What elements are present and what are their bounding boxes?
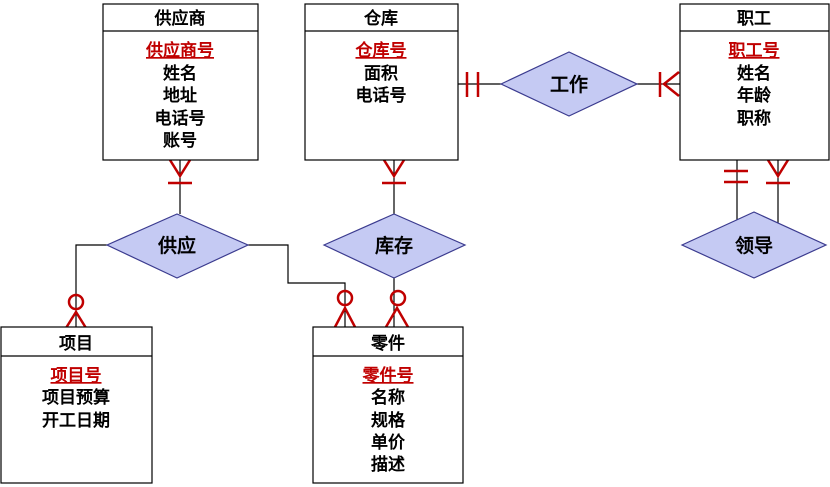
entity-warehouse: 仓库 仓库号 面积 电话号	[304, 3, 459, 161]
entity-title-supplier: 供应商	[154, 8, 206, 29]
primary-key-supplier: 供应商号	[145, 40, 214, 61]
attribute: 电话号	[155, 108, 206, 129]
relationship-label-supply: 供应	[157, 234, 196, 257]
attribute: 账号	[163, 131, 197, 151]
crowfoot-warehouse	[382, 159, 406, 185]
crowfoot-employee-lead	[766, 159, 790, 185]
entity-title-warehouse: 仓库	[363, 8, 398, 29]
entity-project: 项目 项目号 项目预算 开工日期	[0, 326, 153, 484]
primary-key-warehouse: 仓库号	[355, 40, 407, 61]
attribute: 面积	[364, 64, 398, 84]
entity-title-project: 项目	[59, 334, 93, 354]
bars-warehouse-work	[465, 72, 480, 97]
attribute: 地址	[163, 85, 197, 106]
entity-title-employee: 职工	[737, 9, 771, 29]
entity-title-part: 零件	[370, 333, 405, 354]
attribute: 名称	[371, 387, 405, 408]
crowfoot-part-stock	[384, 289, 410, 328]
relationship-label-stock: 库存	[375, 234, 413, 257]
attribute: 描述	[371, 454, 405, 475]
attribute: 单价	[371, 432, 406, 453]
attribute: 职称	[737, 108, 771, 129]
attribute: 电话号	[356, 85, 407, 106]
primary-key-part: 零件号	[362, 365, 414, 386]
entity-supplier: 供应商 供应商号 姓名 地址 电话号 账号	[102, 3, 259, 161]
relationship-label-lead: 领导	[735, 234, 773, 257]
bars-employee-lead	[724, 169, 748, 184]
attribute: 开工日期	[42, 411, 110, 431]
attribute: 年龄	[737, 85, 772, 106]
crowfoot-employee-work	[658, 71, 680, 97]
relationship-label-work: 工作	[550, 73, 588, 96]
attribute: 姓名	[163, 63, 197, 84]
relationship-work: 工作	[499, 51, 639, 117]
cardinality-markers	[64, 71, 790, 329]
primary-key-employee: 职工号	[729, 41, 780, 61]
attribute: 规格	[371, 410, 406, 431]
entity-employee: 职工 职工号 姓名 年龄 职称	[679, 3, 830, 161]
attribute: 姓名	[737, 63, 771, 84]
relationship-lead: 领导	[680, 211, 828, 279]
crowfoot-project	[64, 293, 88, 329]
relationship-stock: 库存	[322, 213, 467, 279]
primary-key-project: 项目号	[51, 366, 102, 386]
attribute: 项目预算	[42, 387, 110, 408]
relationship-supply: 供应	[105, 213, 250, 279]
line-supply-part	[248, 244, 346, 327]
entity-part: 零件 零件号 名称 规格 单价 描述	[312, 326, 464, 484]
line-supply-project	[75, 244, 107, 327]
crowfoot-supplier	[168, 159, 192, 185]
crowfoot-part-supply	[333, 289, 357, 328]
